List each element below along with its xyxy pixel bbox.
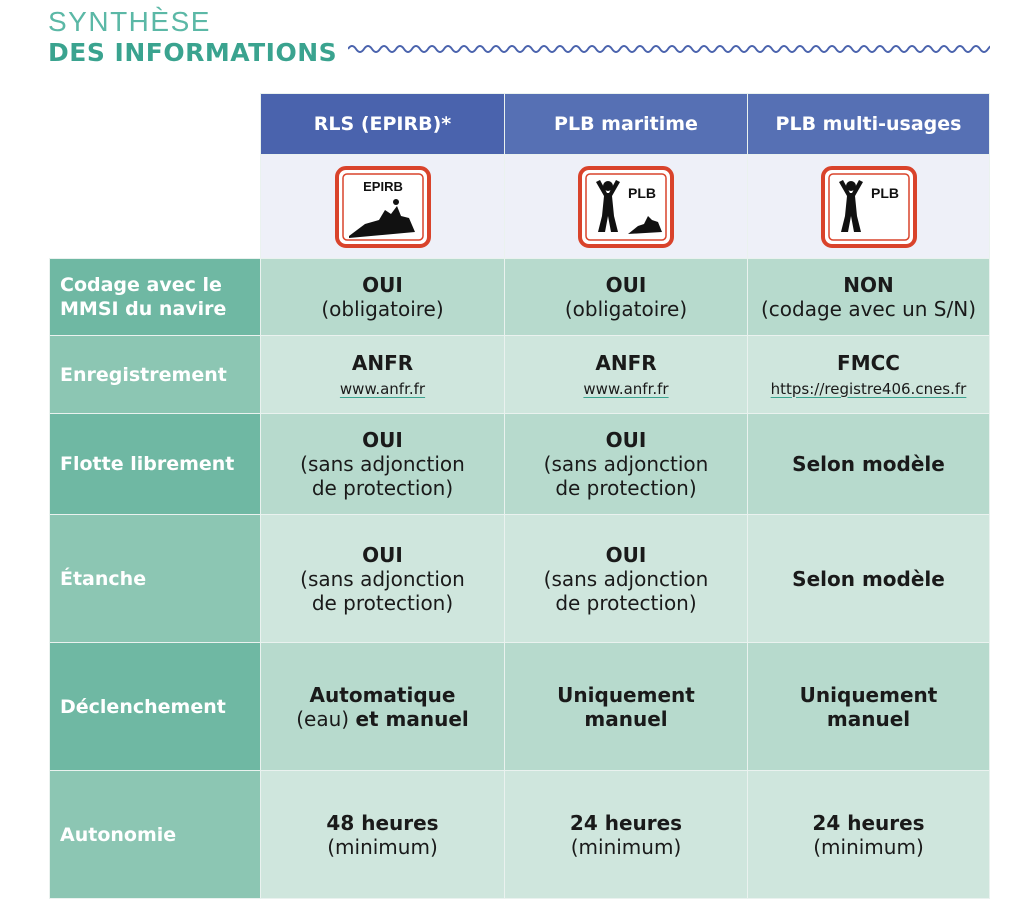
icon-cell-rls: EPIRB [260,154,505,259]
cell-codage-plb-maritime: OUI (obligatoire) [504,258,748,336]
cell-main: NON [843,273,894,297]
cell-declenchement-rls: Automatique (eau) et manuel [260,642,505,771]
cell-main: Selon modèle [792,566,945,591]
cell-sub: (codage avec un S/N) [761,297,976,321]
anfr-link[interactable]: www.anfr.fr [583,379,669,398]
cell-sub: (eau) [296,706,350,731]
table-row: Flotte librement OUI (sans adjonction de… [49,413,990,515]
cell-sub: (sans adjonction de protection) [300,566,465,615]
row-label-declenchement: Déclenchement [49,642,261,771]
cell-flotte-plb-maritime: OUI (sans adjonction de protection) [504,413,748,515]
column-header-plb-maritime: PLB maritime [504,93,748,155]
table-row: Étanche OUI (sans adjonction de protecti… [49,514,990,643]
cell-main: OUI [362,273,403,297]
cell-main-2: manuel [826,706,911,731]
icon-row: EPIRB PLB PLB [49,154,990,259]
icon-blank [49,154,261,259]
anfr-link[interactable]: www.anfr.fr [339,379,426,398]
cell-main: OUI [605,273,647,297]
cell-main: Uniquement [799,682,938,707]
row-label-flotte: Flotte librement [49,413,261,515]
cell-flotte-rls: OUI (sans adjonction de protection) [260,413,505,515]
table-row: Autonomie 48 heures (minimum) 24 heures … [49,770,990,899]
cell-main: OUI [605,428,647,452]
cell-sub: (obligatoire) [564,297,688,321]
cell-sub: (obligatoire) [321,297,444,321]
cell-sub: (sans adjonction de protection) [300,452,465,500]
cell-sub: (sans adjonction de protection) [543,452,709,500]
section-title: SYNTHÈSE DES INFORMATIONS [48,6,337,68]
cell-etanche-rls: OUI (sans adjonction de protection) [260,514,505,643]
cell-main-2: manuel [584,706,668,731]
cell-main-2: et manuel [355,706,469,731]
cell-sub: (minimum) [570,834,682,859]
cell-enregistrement-rls: ANFR www.anfr.fr [260,335,505,414]
plb-multi-icon: PLB [820,165,917,248]
cell-sub: (minimum) [813,834,924,859]
cell-declenchement-plb-multi: Uniquement manuel [747,642,990,771]
cell-enregistrement-plb-maritime: ANFR www.anfr.fr [504,335,748,414]
cell-main: ANFR [595,350,657,375]
cell-flotte-plb-multi: Selon modèle [747,413,990,515]
title-line-1: SYNTHÈSE [48,6,211,37]
plb-maritime-icon-text: PLB [628,185,656,201]
cell-sub: (sans adjonction de protection) [543,566,709,615]
epirb-icon: EPIRB [334,165,431,248]
cell-main: ANFR [351,350,414,375]
table-row: Enregistrement ANFR www.anfr.fr ANFR www… [49,335,990,414]
cell-etanche-plb-multi: Selon modèle [747,514,990,643]
cell-main: FMCC [837,350,900,375]
cell-main: OUI [362,428,403,452]
cell-main: OUI [605,542,647,567]
cell-codage-rls: OUI (obligatoire) [260,258,505,336]
comparison-table: RLS (EPIRB)* PLB maritime PLB multi-usag… [49,93,990,899]
row-label-codage: Codage avec le MMSI du navire [49,258,261,336]
column-header-plb-multi: PLB multi-usages [747,93,990,155]
cell-autonomie-rls: 48 heures (minimum) [260,770,505,899]
column-header-rls: RLS (EPIRB)* [260,93,505,155]
cell-sub: (minimum) [327,834,438,859]
header-blank [49,93,261,155]
title-line-2: DES INFORMATIONS [48,38,338,67]
cell-autonomie-plb-maritime: 24 heures (minimum) [504,770,748,899]
icon-cell-plb-maritime: PLB [504,154,748,259]
cell-main: 24 heures [569,810,683,835]
cell-autonomie-plb-multi: 24 heures (minimum) [747,770,990,899]
cell-main: 24 heures [812,810,925,835]
cell-enregistrement-plb-multi: FMCC https://registre406.cnes.fr [747,335,990,414]
row-label-etanche: Étanche [49,514,261,643]
wave-divider [348,45,990,53]
cell-declenchement-plb-maritime: Uniquement manuel [504,642,748,771]
plb-maritime-icon: PLB [578,165,674,248]
row-label-enregistrement: Enregistrement [49,335,261,414]
row-label-autonomie: Autonomie [49,770,261,899]
header-row: RLS (EPIRB)* PLB maritime PLB multi-usag… [49,93,990,155]
cell-codage-plb-multi: NON (codage avec un S/N) [747,258,990,336]
cell-main: Uniquement [557,682,695,707]
cell-main: 48 heures [326,810,439,835]
table-row: Déclenchement Automatique (eau) et manue… [49,642,990,771]
cell-main: OUI [362,542,403,567]
cell-main: Selon modèle [792,452,945,476]
registre406-link[interactable]: https://registre406.cnes.fr [770,379,967,398]
icon-cell-plb-multi: PLB [747,154,990,259]
cell-main: Automatique [309,682,456,707]
table-row: Codage avec le MMSI du navire OUI (oblig… [49,258,990,336]
plb-multi-icon-text: PLB [871,185,899,201]
epirb-icon-text: EPIRB [363,179,403,194]
cell-etanche-plb-maritime: OUI (sans adjonction de protection) [504,514,748,643]
